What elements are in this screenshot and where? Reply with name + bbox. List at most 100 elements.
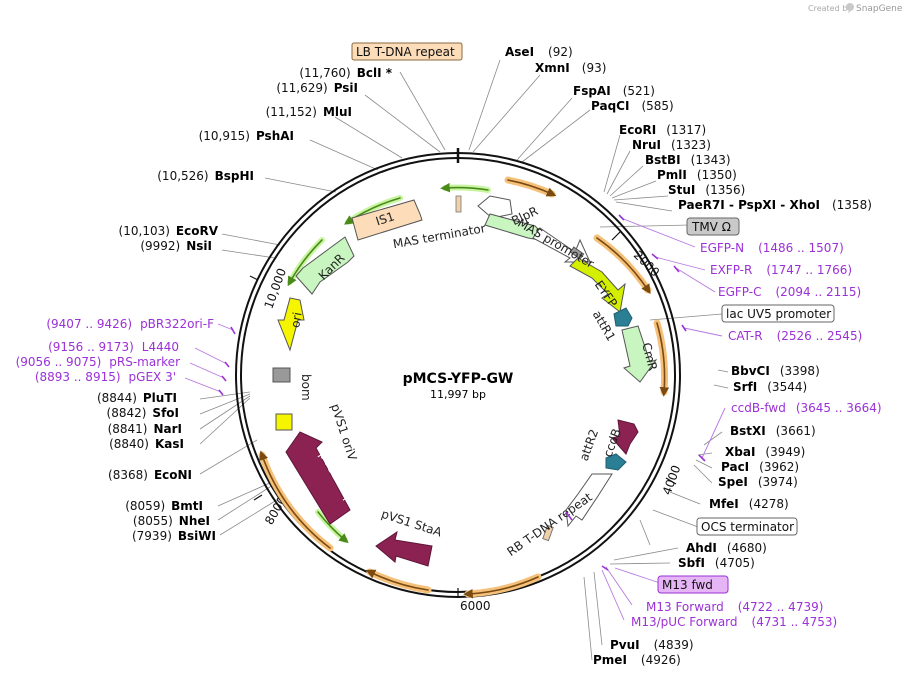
- svg-text:M13/pUC Forward(4731 .. 4753): M13/pUC Forward(4731 .. 4753): [631, 615, 837, 629]
- plasmid-name: pMCS-YFP-GW: [403, 371, 514, 387]
- site-paer7i-pspxi-xhoi: PaeR7I - PspXI - XhoI: [678, 198, 820, 212]
- is1-label: IS1: [374, 209, 396, 228]
- svg-text:PvuI(4839): PvuI(4839): [610, 638, 694, 652]
- ori-label: ori: [288, 311, 304, 329]
- lb-repeat-mark: [455, 195, 462, 213]
- site-bcli: BclI *: [357, 66, 393, 80]
- pvs1-oriv-mark: [275, 413, 293, 431]
- snapgene-logo-icon: [846, 3, 854, 11]
- svg-text:(9992)NsiI: (9992)NsiI: [140, 239, 212, 253]
- primer-exfp-r: EXFP-R: [710, 263, 752, 277]
- primer-prs-marker: pRS-marker: [109, 355, 180, 369]
- primer-m13-forward: M13 Forward: [646, 600, 724, 614]
- svg-text:(8840)KasI: (8840)KasI: [109, 437, 184, 451]
- svg-text:PaeR7I - PspXI - XhoI(1358): PaeR7I - PspXI - XhoI(1358): [678, 198, 872, 212]
- pvs1-staa-label: pVS1 StaA: [380, 507, 445, 540]
- svg-text:SbfI(4705): SbfI(4705): [678, 556, 755, 570]
- site-pmei: PmeI: [593, 653, 627, 667]
- features: [272, 195, 658, 567]
- attr2-mark: [605, 453, 627, 471]
- tick-4000: 4000: [660, 463, 684, 496]
- site-pmli: PmlI: [657, 168, 687, 182]
- svg-text:StuI(1356): StuI(1356): [668, 183, 745, 197]
- primer-cat-r: CAT-R: [728, 329, 763, 343]
- svg-text:(11,760)BclI *: (11,760)BclI *: [299, 66, 392, 80]
- primer-ccdb-fwd: ccdB-fwd: [731, 401, 786, 415]
- site-sfoi: SfoI: [152, 406, 179, 420]
- svg-text:(8842)SfoI: (8842)SfoI: [107, 406, 179, 420]
- site-xbai: XbaI: [725, 445, 755, 459]
- svg-text:SrfI(3544): SrfI(3544): [733, 380, 807, 394]
- bom-mark: [272, 367, 291, 383]
- site-ecorv: EcoRV: [176, 224, 219, 238]
- rb-repeat-mark: [542, 524, 554, 542]
- site-bstbi: BstBI: [645, 153, 681, 167]
- svg-text:PmlI(1350): PmlI(1350): [657, 168, 737, 182]
- lacuv5-label: lac UV5 promoter: [726, 307, 831, 321]
- site-leader-lines: [199, 59, 729, 661]
- svg-text:FspAI(521): FspAI(521): [573, 84, 655, 98]
- kanr-arrow: [295, 236, 355, 295]
- green-arcs: [287, 182, 491, 544]
- site-kasi: KasI: [155, 437, 184, 451]
- svg-text:PacI(3962): PacI(3962): [721, 460, 799, 474]
- primer-m13-puc-forward: M13/pUC Forward: [631, 615, 738, 629]
- svg-text:(9056 .. 9075)pRS-marker: (9056 .. 9075)pRS-marker: [16, 355, 180, 369]
- primers: EGFP-N(1486 .. 1507) EXFP-R(1747 .. 1766…: [16, 241, 882, 629]
- site-bbvci: BbvCI: [731, 364, 770, 378]
- svg-text:(10,915)PshAI: (10,915)PshAI: [199, 129, 294, 143]
- site-srfi: SrfI: [733, 380, 757, 394]
- svg-text:MfeI(4278): MfeI(4278): [709, 497, 789, 511]
- svg-text:(8368)EcoNI: (8368)EcoNI: [108, 468, 192, 482]
- svg-text:(9156 .. 9173)L4440: (9156 .. 9173)L4440: [48, 340, 179, 354]
- svg-text:EcoRI(1317): EcoRI(1317): [619, 123, 706, 137]
- site-nsii: NsiI: [186, 239, 212, 253]
- boxed-labels: LB T-DNA repeat TMV Ω lac UV5 promoter O…: [351, 42, 835, 594]
- site-asei: AseI: [505, 45, 534, 59]
- svg-text:(8059)BmtI: (8059)BmtI: [125, 499, 203, 513]
- svg-text:BstXI(3661): BstXI(3661): [730, 424, 816, 438]
- site-psii: PsiI: [334, 81, 358, 95]
- site-nhei: NheI: [179, 514, 210, 528]
- site-ahdi: AhdI: [686, 541, 717, 555]
- primer-egfp-n: EGFP-N: [700, 241, 744, 255]
- svg-text:XmnI(93): XmnI(93): [535, 61, 606, 75]
- credit-brand: SnapGene: [856, 4, 903, 14]
- site-bmti: BmtI: [171, 499, 203, 513]
- primer-l4440: L4440: [142, 340, 179, 354]
- tmv-omega-mark: [569, 246, 585, 260]
- site-nrui: NruI: [632, 138, 661, 152]
- site-paqci: PaqCI: [591, 99, 629, 113]
- pvs1-repa-arrow: [285, 431, 351, 525]
- svg-text:(8844)PluTI: (8844)PluTI: [97, 391, 177, 405]
- site-mfei: MfeI: [709, 497, 739, 511]
- svg-text:(11,629)PsiI: (11,629)PsiI: [276, 81, 358, 95]
- cmr-arrow: [621, 325, 658, 383]
- svg-text:(10,103)EcoRV: (10,103)EcoRV: [119, 224, 219, 238]
- ccdb-arrow: [611, 419, 639, 455]
- svg-text:CAT-R(2526 .. 2545): CAT-R(2526 .. 2545): [728, 329, 862, 343]
- mas-terminator-arrow: [477, 195, 513, 219]
- site-mlui: MluI: [323, 105, 352, 119]
- sites-left: (11,760)BclI * (11,629)PsiI (11,152)MluI…: [97, 66, 393, 543]
- rb-repeat-label: RB T-DNA repeat: [504, 490, 594, 559]
- site-spei: SpeI: [718, 475, 748, 489]
- svg-text:XbaI(3949): XbaI(3949): [725, 445, 805, 459]
- svg-text:(8841)NarI: (8841)NarI: [108, 422, 182, 436]
- snapgene-credit: Created by SnapGene: [808, 3, 903, 14]
- site-pluti: PluTI: [143, 391, 177, 405]
- ocs-terminator-label: OCS terminator: [701, 520, 794, 534]
- site-bsphi: BspHI: [215, 169, 254, 183]
- site-stui: StuI: [668, 183, 695, 197]
- is1-arrow: [351, 199, 423, 241]
- lb-repeat-label: LB T-DNA repeat: [356, 45, 455, 59]
- rb-repeat-arrow: [565, 473, 613, 528]
- site-bsiwi: BsiWI: [178, 529, 216, 543]
- ori-arrow: [277, 297, 305, 352]
- primer-marks: [218, 214, 706, 571]
- svg-text:ccdB-fwd(3645 .. 3664): ccdB-fwd(3645 .. 3664): [731, 401, 882, 415]
- svg-text:(8893 .. 8915)pGEX 3': (8893 .. 8915)pGEX 3': [35, 370, 176, 384]
- svg-text:BbvCI(3398): BbvCI(3398): [731, 364, 820, 378]
- plasmid-length: 11,997 bp: [430, 388, 486, 401]
